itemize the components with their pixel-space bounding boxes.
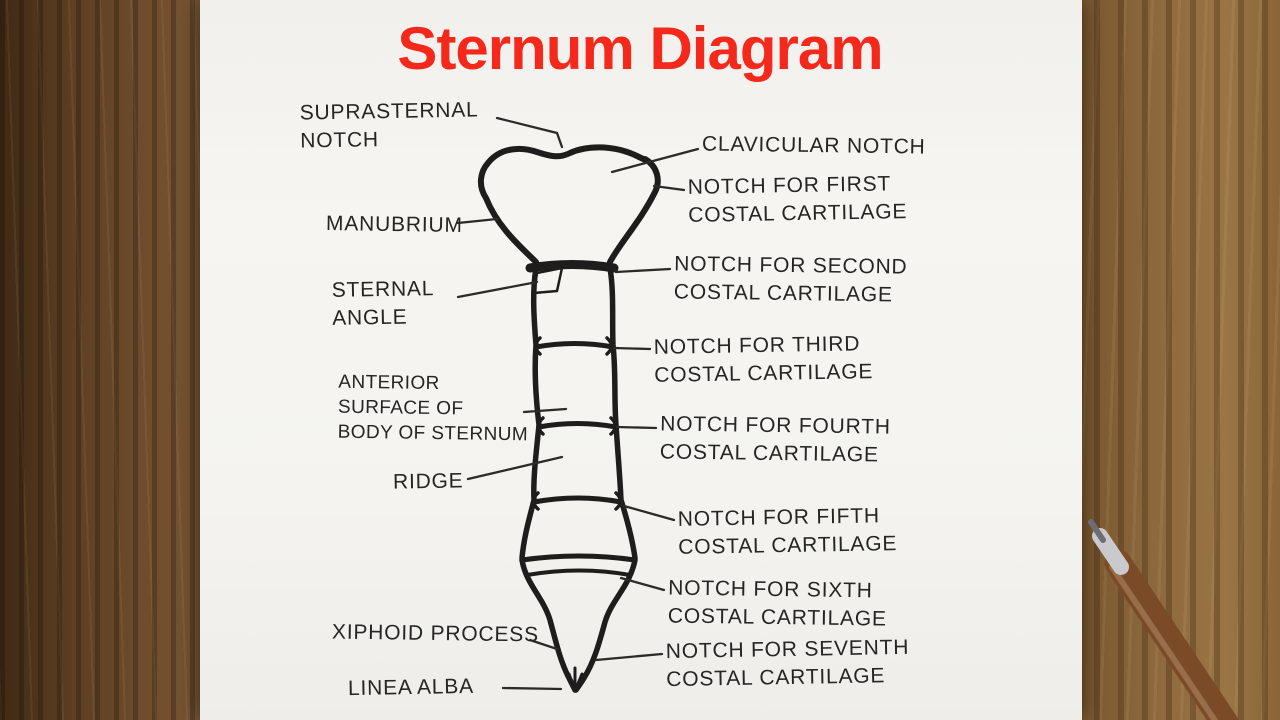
- label-suprasternal-notch: SUPRASTERNAL NOTCH: [299, 98, 479, 153]
- label-xiphoid-process: XIPHOID PROCESS: [331, 620, 540, 647]
- label-notch-sixth: NOTCH FOR SIXTH COSTAL CARTILAGE: [667, 576, 887, 631]
- label-notch-fifth: NOTCH FOR FIFTH COSTAL CARTILAGE: [677, 504, 898, 559]
- paper-sheet: [200, 0, 1082, 720]
- label-notch-third: NOTCH FOR THIRD COSTAL CARTILAGE: [653, 332, 874, 387]
- label-notch-first: NOTCH FOR FIRST COSTAL CARTILAGE: [687, 172, 908, 227]
- label-clavicular-notch: CLAVICULAR NOTCH: [701, 132, 926, 159]
- page-title: Sternum Diagram: [397, 15, 883, 82]
- label-manubrium: MANUBRIUM: [325, 212, 463, 237]
- label-anterior-surface: ANTERIOR SURFACE OF BODY OF STERNUM: [337, 371, 529, 446]
- label-ridge: RIDGE: [392, 469, 464, 494]
- label-linea-alba: LINEA ALBA: [347, 674, 475, 701]
- wood-table-right: [1070, 0, 1280, 720]
- label-notch-fourth: NOTCH FOR FOURTH COSTAL CARTILAGE: [659, 412, 891, 467]
- label-notch-seventh: NOTCH FOR SEVENTH COSTAL CARTILAGE: [665, 635, 910, 691]
- label-notch-second: NOTCH FOR SECOND COSTAL CARTILAGE: [673, 252, 908, 307]
- wood-table-left: [0, 0, 210, 720]
- label-sternal-angle: STERNAL ANGLE: [331, 277, 435, 330]
